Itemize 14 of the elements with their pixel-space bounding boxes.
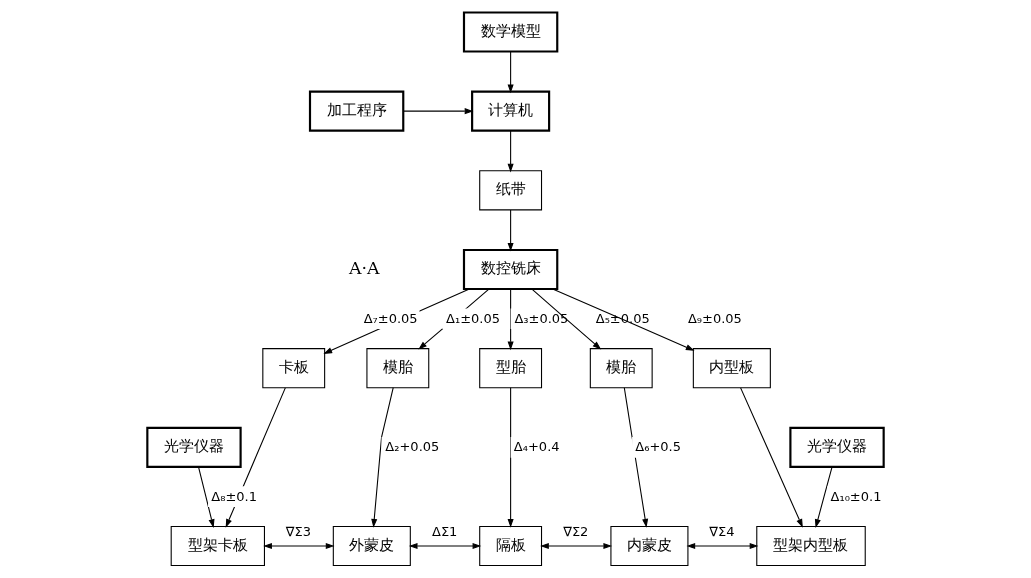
edge-label: ∇Σ2 [563, 524, 589, 540]
edge-label: ∇Σ3 [285, 524, 312, 540]
edge-label: Δ₃±0.05 [514, 310, 569, 326]
edge-label: Δ₇±0.05 [363, 310, 418, 326]
edge-label: ΔΣ1 [432, 524, 458, 540]
edge-label: Δ₂+0.05 [385, 439, 440, 455]
edge-label: Δ₉±0.05 [687, 310, 742, 326]
label: A·A [348, 257, 380, 278]
edge-label: Δ₁±0.05 [446, 310, 501, 326]
edge-label: Δ₆+0.5 [635, 439, 681, 455]
edge-label: Δ₈±0.1 [211, 488, 257, 504]
edge-label: Δ₁₀±0.1 [830, 488, 882, 504]
edge-label: Δ₄+0.4 [513, 439, 560, 455]
edge-label: ∇Σ4 [709, 524, 735, 540]
